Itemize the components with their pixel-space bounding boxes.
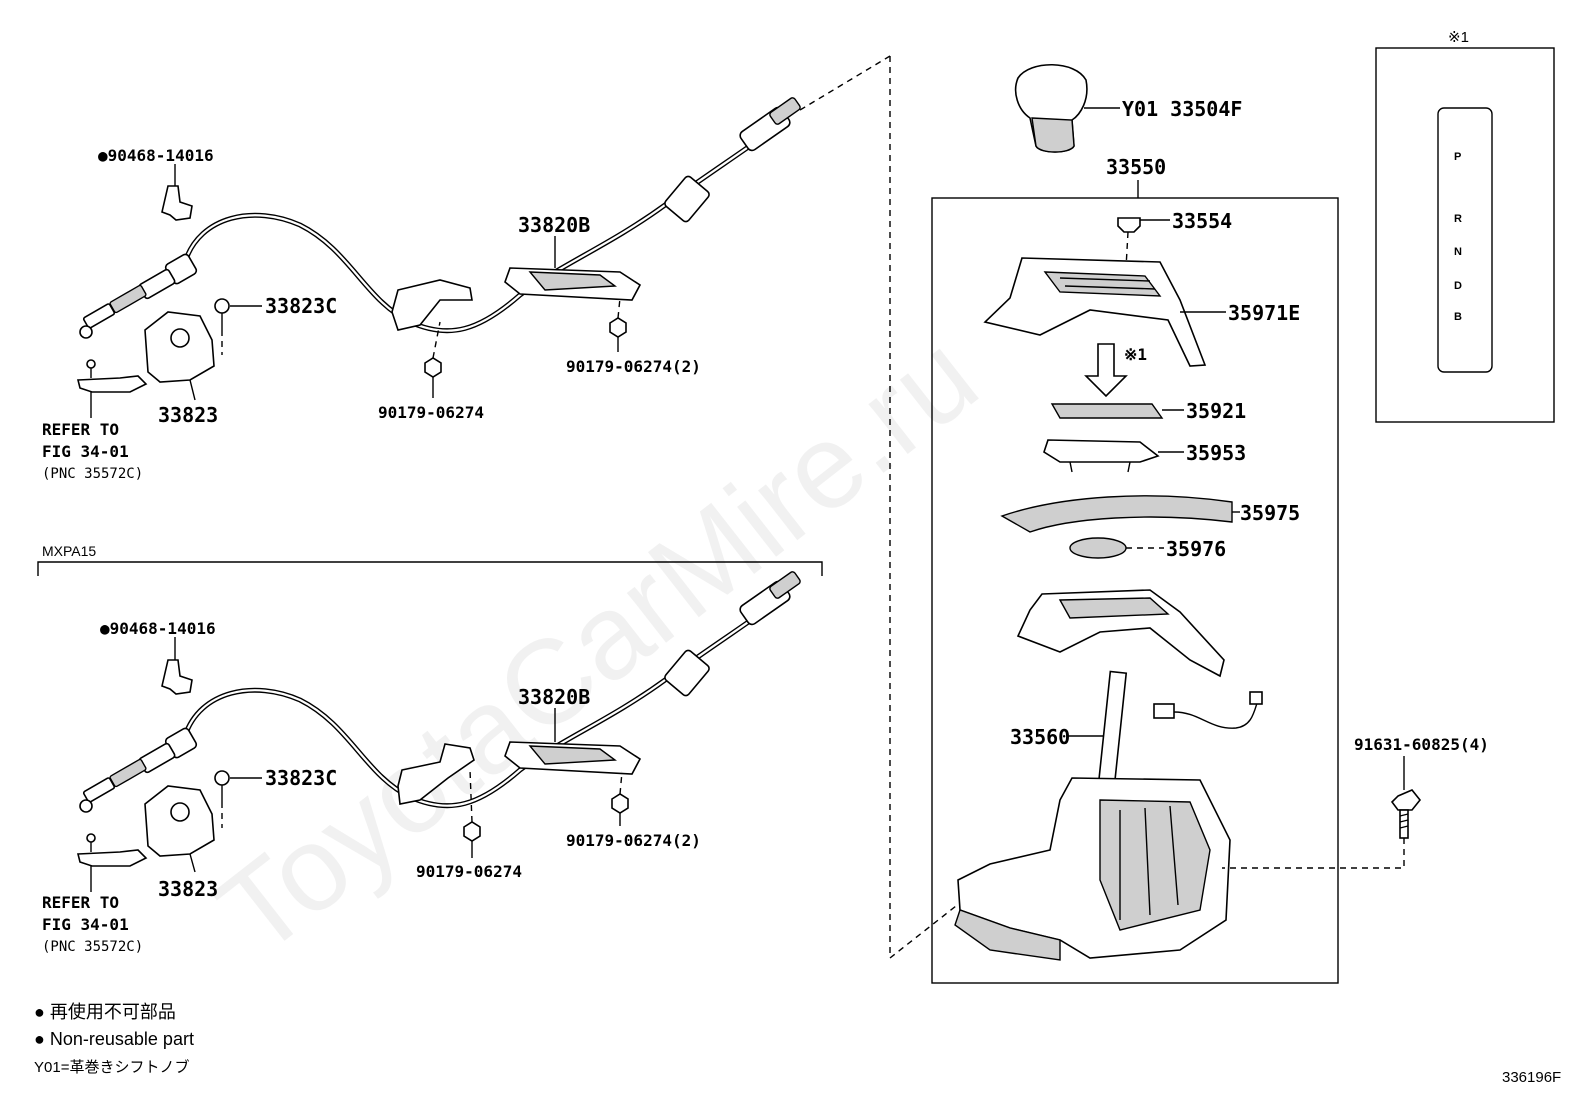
label-top-nut-right: 90179-06274(2) (566, 357, 701, 376)
nut-bottom-mid (463, 821, 481, 842)
label-top-bracket-bolt: 33823C (265, 294, 337, 318)
clip-33554 (1117, 217, 1141, 233)
slide-35975 (1000, 495, 1233, 533)
cable-bracket-mid-bottom (397, 743, 475, 805)
gate-r: R (1454, 213, 1462, 225)
section-bracket (37, 561, 823, 576)
label-bolt: 91631-60825(4) (1354, 735, 1489, 754)
label-cover: 35971E (1228, 301, 1300, 325)
watermark: ToyotaCarMire.ru (194, 308, 1002, 980)
label-bot-clip: ●90468-14016 (100, 619, 216, 638)
plate-35921 (1050, 403, 1164, 419)
bolt-33823c-bottom (214, 770, 230, 802)
cable-end-right-top (664, 97, 801, 223)
legend-en: ● Non-reusable part (34, 1029, 194, 1049)
figure-code: 336196F (1502, 1069, 1561, 1086)
section-label: MXPA15 (42, 543, 96, 559)
shift-knob (1014, 63, 1088, 153)
ball-joint-bottom (76, 833, 148, 867)
label-knob: Y01 33504F (1122, 97, 1242, 121)
assembly-box (931, 197, 1339, 984)
label-bot-refer-3: (PNC 35572C) (42, 939, 143, 955)
wiring-connector (1153, 691, 1263, 729)
label-top-nut-mid: 90179-06274 (378, 403, 484, 422)
inset-box (1375, 47, 1555, 423)
label-assembly: 33550 (1106, 155, 1166, 179)
cable-end-left-top (79, 253, 198, 339)
label-plate-35953: 35953 (1186, 441, 1246, 465)
gate-d: D (1454, 280, 1462, 292)
label-top-refer-2: FIG 34-01 (42, 442, 129, 461)
gate-n: N (1454, 246, 1462, 258)
cover-35971e (983, 257, 1207, 367)
cable-bracket-mid-top (391, 279, 473, 331)
note-arrow (1084, 343, 1128, 398)
label-slide-35975: 35975 (1240, 501, 1300, 525)
top-cable-assembly (76, 97, 801, 418)
gate-b: B (1454, 311, 1462, 323)
cable-end-left-bottom (79, 727, 198, 813)
shift-gate-plate (1437, 107, 1493, 373)
bolt-91631 (1390, 789, 1422, 839)
nut-top-mid (424, 357, 442, 378)
cable-end-right-bottom (664, 571, 801, 697)
label-bot-bracket-bolt: 33823C (265, 766, 337, 790)
label-bot-refer-2: FIG 34-01 (42, 915, 129, 934)
label-plate-35921: 35921 (1186, 399, 1246, 423)
label-bot-bracket: 33823 (158, 877, 218, 901)
plate-35953 (1043, 439, 1160, 473)
housing-upper (1016, 589, 1225, 678)
label-bot-nut-mid: 90179-06274 (416, 862, 522, 881)
inset-mark: ※1 (1448, 29, 1469, 46)
label-bot-cable: 33820B (518, 685, 590, 709)
label-shifter: 33560 (1010, 725, 1070, 749)
label-bot-refer-1: REFER TO (42, 893, 119, 912)
connect-line-top (799, 55, 891, 111)
legend-y01: Y01=革巻きシフトノブ (34, 1058, 189, 1076)
legend-jp: ● 再使用不可部品 (34, 1002, 176, 1022)
cable-clip-bottom (161, 659, 193, 695)
shifter-33560 (954, 670, 1231, 961)
label-note-mark: ※1 (1124, 345, 1147, 364)
cable-clip-top (161, 185, 193, 221)
label-slide-35976: 35976 (1166, 537, 1226, 561)
label-top-bracket: 33823 (158, 403, 218, 427)
label-top-refer-3: (PNC 35572C) (42, 466, 143, 482)
label-top-refer-1: REFER TO (42, 420, 119, 439)
slide-35976 (1069, 537, 1127, 559)
bolt-33823c-top (214, 298, 230, 330)
label-top-cable: 33820B (518, 213, 590, 237)
ball-joint-top (76, 359, 148, 393)
label-top-clip: ●90468-14016 (98, 146, 214, 165)
bottom-cable-assembly (76, 571, 801, 892)
nut-bottom-right (611, 793, 629, 814)
label-clip-33554: 33554 (1172, 209, 1232, 233)
label-bot-nut-right: 90179-06274(2) (566, 831, 701, 850)
gate-p: P (1454, 151, 1461, 163)
connect-line-bottom (889, 905, 957, 959)
nut-top-right (609, 317, 627, 338)
